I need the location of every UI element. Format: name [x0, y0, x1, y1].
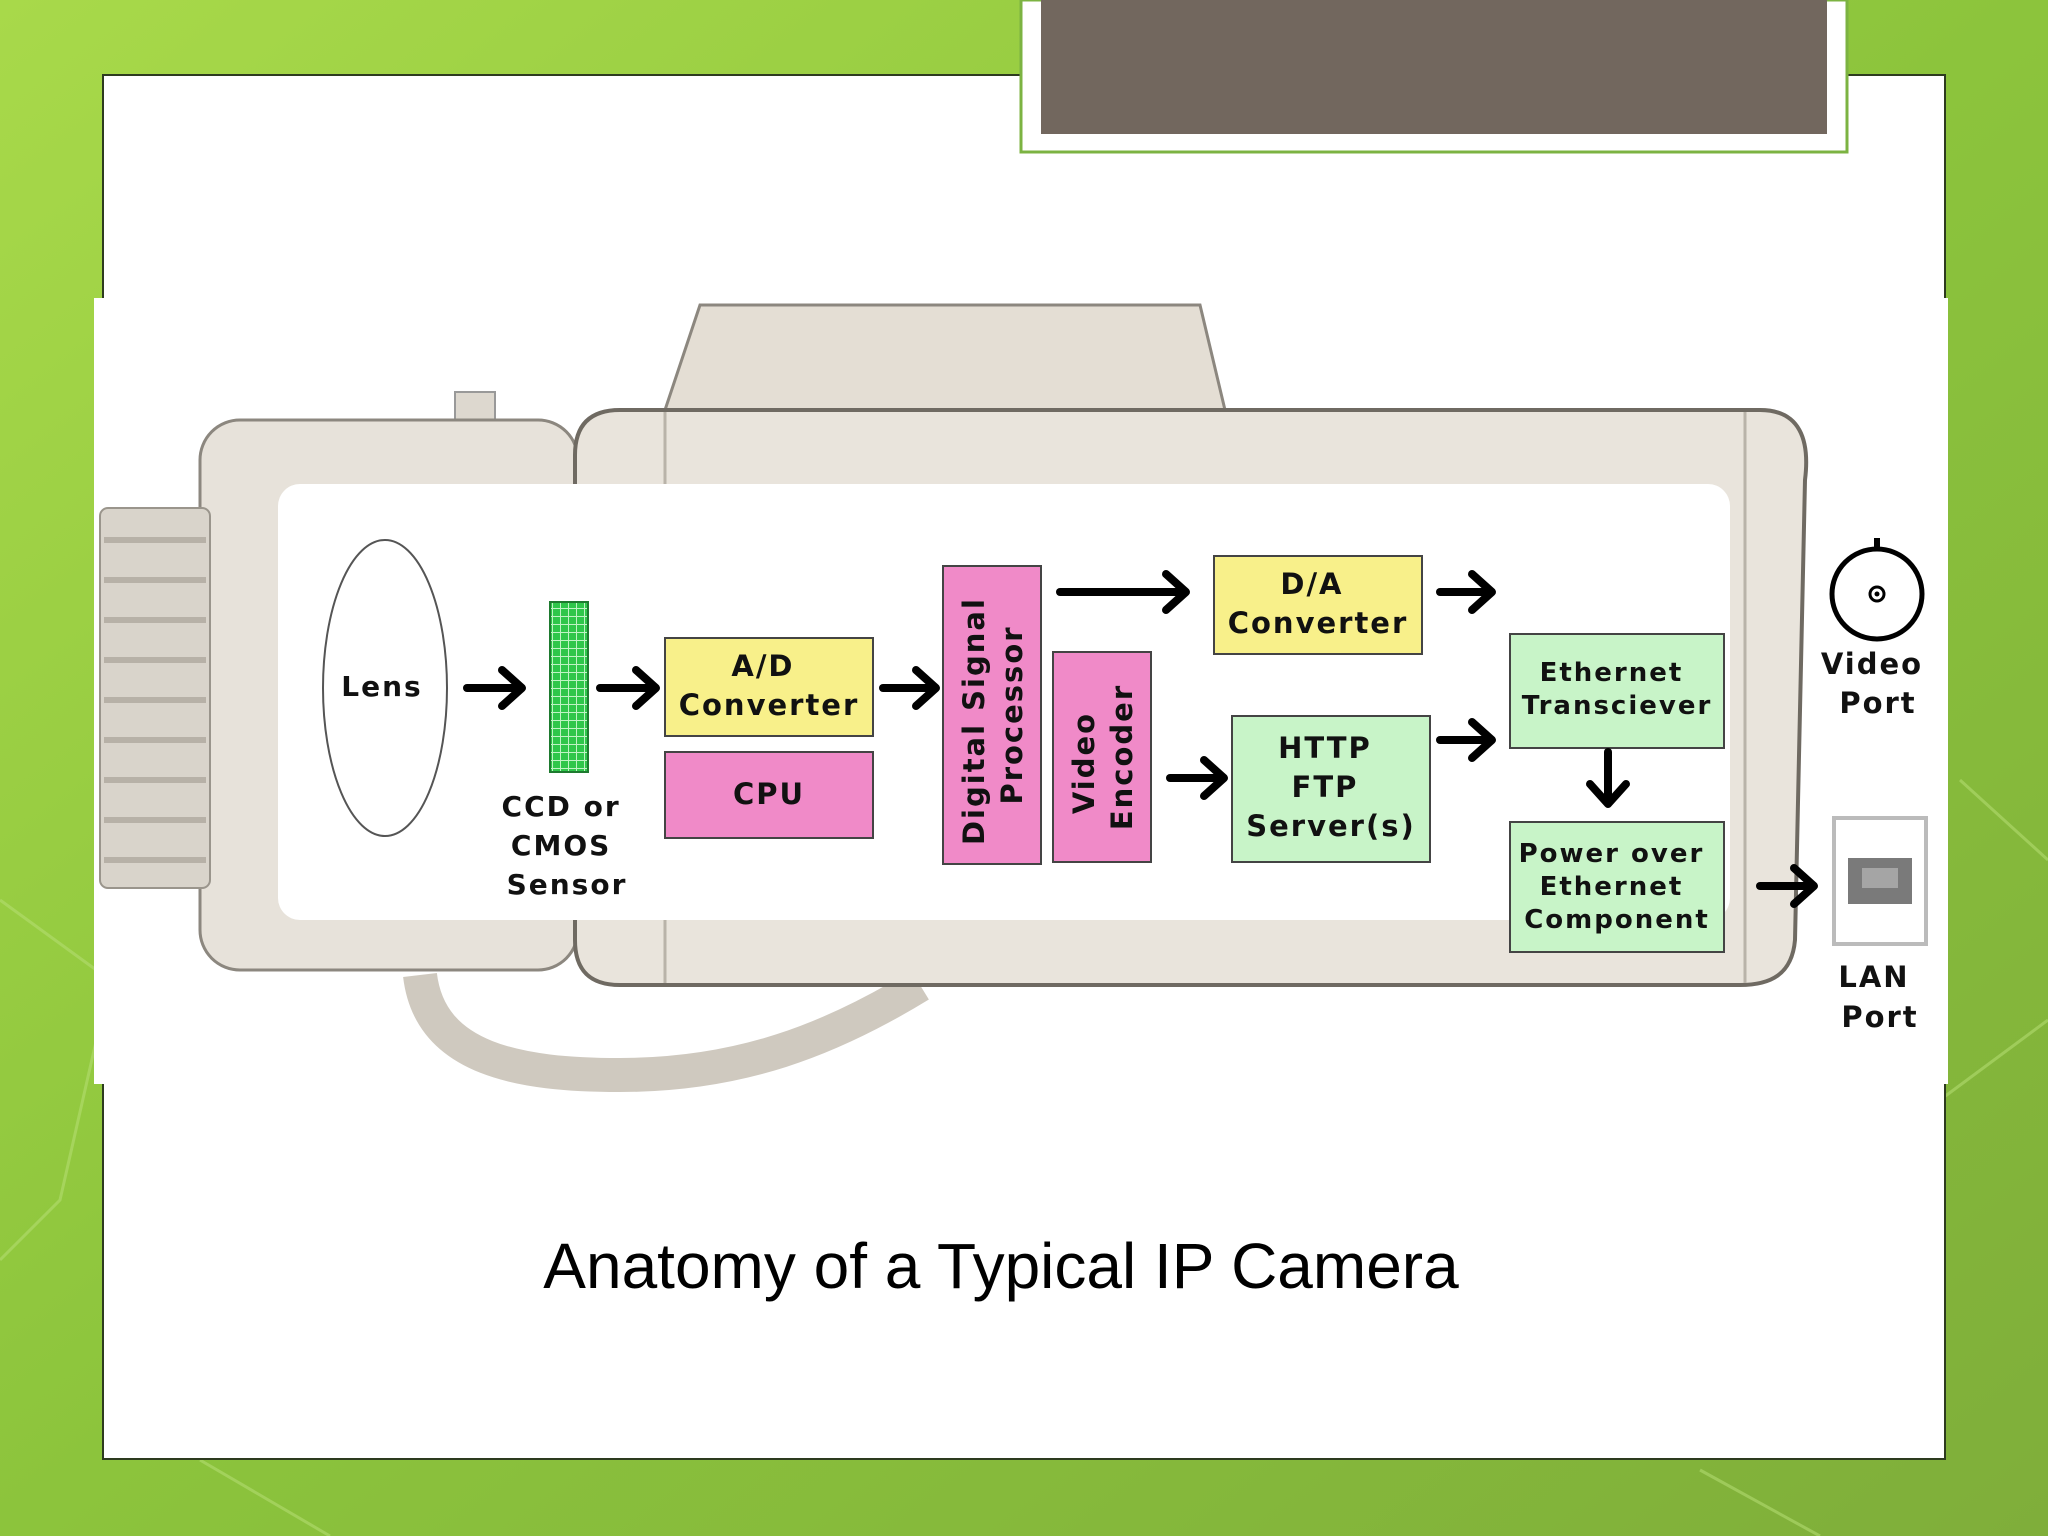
arrow	[1436, 570, 1496, 614]
arrow	[463, 666, 526, 710]
arrow	[1166, 756, 1228, 800]
lan-port-icon	[1832, 816, 1928, 946]
lens-label: Lens	[341, 670, 422, 703]
sensor-label: CCD or CMOS Sensor	[502, 790, 633, 901]
ethernet-label: Ethernet Transciever	[1522, 658, 1713, 721]
camera-mount	[403, 970, 929, 1093]
ad-converter-label: A/D Converter	[679, 649, 860, 722]
lan-port-label: LAN Port	[1838, 960, 1921, 1034]
da-converter-label: D/A Converter	[1228, 567, 1409, 640]
http-server-box	[1231, 715, 1431, 863]
poe-box	[1509, 821, 1725, 953]
arrow	[596, 666, 660, 710]
cpu-box	[664, 751, 874, 839]
arrow	[1436, 718, 1496, 762]
ethernet-box	[1509, 633, 1725, 749]
sensor-chip	[549, 601, 589, 773]
lens-shape	[322, 539, 448, 837]
da-converter-box	[1213, 555, 1423, 655]
cpu-label: CPU	[733, 777, 805, 811]
dsp-box	[942, 565, 1042, 865]
arrow	[1056, 570, 1190, 614]
arrow	[1756, 864, 1818, 908]
camera-hood	[662, 303, 1227, 412]
title-box	[1041, 0, 1827, 134]
video-encoder-label: Video Encoder	[1067, 684, 1139, 830]
slide-caption: Anatomy of a Typical IP Camera	[543, 1230, 1459, 1302]
http-server-label: HTTP FTP Server(s)	[1246, 731, 1416, 843]
video-port-icon	[1829, 538, 1925, 642]
video-port-label: Video Port	[1821, 647, 1935, 720]
video-encoder-box	[1052, 651, 1152, 863]
arrow	[1586, 748, 1630, 808]
arrow	[879, 666, 940, 710]
dsp-label: Digital Signal Processor	[957, 585, 1029, 845]
ad-converter-box	[664, 637, 874, 737]
poe-label: Power over Ethernet Component	[1519, 839, 1716, 935]
camera-diagram: Lens CCD or CMOS Sensor A/D Converter	[94, 298, 1948, 1093]
